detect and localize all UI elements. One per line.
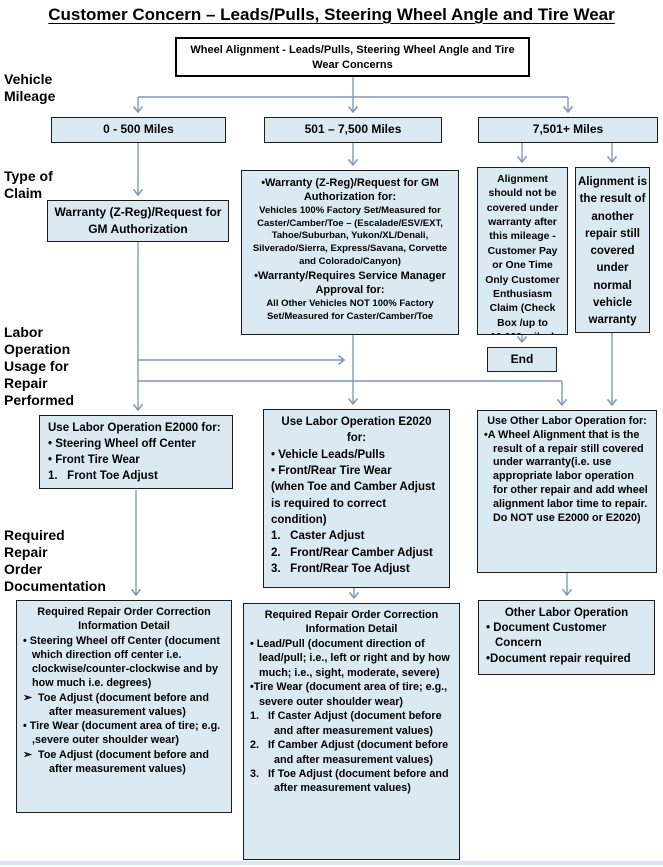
claim-box-not-covered: Alignment should not be covered under wa… <box>477 167 568 335</box>
labor3-title: Use Other Labor Operation for: <box>487 415 647 427</box>
doc1-title: Required Repair Order Correction Informa… <box>37 606 211 633</box>
claim2-heading-2: •Warranty/Requires Service Manager Appro… <box>254 270 446 297</box>
row-label-line: Usage for <box>4 358 69 374</box>
doc3-line: •Document repair required <box>486 652 631 665</box>
row-label-line: Required <box>4 527 65 543</box>
doc3-title: Other Labor Operation <box>504 607 629 619</box>
mileage-box-7501-plus: 7,501+ Miles <box>478 117 658 143</box>
doc3-line: • Document Customer Concern <box>486 622 607 650</box>
doc2-line: 3. If Toe Adjust (document before and af… <box>250 767 449 795</box>
claim-box-other-repair: Alignment is the result of another repai… <box>575 167 650 333</box>
labor2-line: • Vehicle Leads/Pulls <box>271 448 385 461</box>
doc1-line: ➢ Toe Adjust (document before and after … <box>23 748 209 775</box>
row-label-line: Vehicle <box>4 71 53 87</box>
row-label-line: Labor <box>4 324 43 340</box>
labor1-title: Use Labor Operation E2000 for: <box>48 422 221 434</box>
doc1-line: • Tire Wear (document area of tire; e.g.… <box>23 720 221 747</box>
labor2-line: • Front/Rear Tire Wear <box>271 464 392 477</box>
row-label-line: Type of <box>4 168 53 184</box>
doc-box-e2000-detail: Required Repair Order Correction Informa… <box>16 600 232 813</box>
labor-box-other: Use Other Labor Operation for: •A Wheel … <box>477 410 657 573</box>
row-label-required-documentation: Required Repair Order Documentation <box>4 527 106 595</box>
claim-box-warranty-details: •Warranty (Z-Reg)/Request for GM Authori… <box>241 170 459 335</box>
row-label-line: Repair <box>4 375 48 391</box>
doc-box-e2020-detail: Required Repair Order Correction Informa… <box>243 603 460 860</box>
labor1-line: 1. Front Toe Adjust <box>48 470 158 483</box>
claim2-detail-1: Vehicles 100% Factory Set/Measured for C… <box>252 204 448 268</box>
row-label-line: Documentation <box>4 578 106 594</box>
doc2-title: Required Repair Order Correction Informa… <box>264 609 439 636</box>
doc-box-other-detail: Other Labor Operation • Document Custome… <box>478 600 655 675</box>
labor2-title: Use Labor Operation E2020 for: <box>281 416 432 445</box>
row-label-type-of-claim: Type of Claim <box>4 168 53 202</box>
row-label-vehicle-mileage: Vehicle Mileage <box>4 71 55 105</box>
row-label-labor-operation: Labor Operation Usage for Repair Perform… <box>4 324 74 409</box>
page-title: Customer Concern – Leads/Pulls, Steering… <box>48 5 615 24</box>
end-box: End <box>487 347 557 372</box>
row-label-line: Claim <box>4 185 43 201</box>
claim2-detail-2: All Other Vehicles NOT 100% Factory Set/… <box>266 297 434 322</box>
labor-box-e2020: Use Labor Operation E2020 for: • Vehicle… <box>263 409 450 588</box>
row-label-line: Operation <box>4 341 71 357</box>
labor2-line: 3. Front/Rear Toe Adjust <box>271 562 410 575</box>
mileage-box-501-7500: 501 – 7,500 Miles <box>264 117 442 143</box>
labor-box-e2000: Use Labor Operation E2000 for: • Steerin… <box>39 415 233 489</box>
row-label-line: Mileage <box>4 88 56 104</box>
doc2-line: • Lead/Pull (document direction of lead/… <box>250 637 450 679</box>
labor2-line: 1. Caster Adjust <box>271 530 365 543</box>
doc1-line: ➢ Toe Adjust (document before and after … <box>23 691 209 718</box>
doc2-line: •Tire Wear (document area of tire; e.g.,… <box>250 681 448 708</box>
claim-box-warranty-gm-auth: Warranty (Z-Reg)/Request for GM Authoriz… <box>47 200 229 242</box>
row-label-line: Order <box>4 561 43 577</box>
labor3-line: •A Wheel Alignment that is the result of… <box>484 428 648 524</box>
labor1-line: • Steering Wheel off Center <box>48 438 196 451</box>
row-label-line: Performed <box>4 392 75 408</box>
labor2-line: 2. Front/Rear Camber Adjust <box>271 546 433 559</box>
bottom-page-strip <box>0 861 663 865</box>
doc2-line: 2. If Camber Adjust (document before and… <box>250 739 449 766</box>
claim2-heading-1: •Warranty (Z-Reg)/Request for GM Authori… <box>261 177 439 204</box>
mileage-box-0-500: 0 - 500 Miles <box>51 117 226 143</box>
labor2-line: (when Toe and Camber Adjust is required … <box>271 481 436 526</box>
doc1-line: • Steering Wheel off Center (document wh… <box>23 634 220 690</box>
row-label-line: Repair <box>4 544 48 560</box>
flow-root-box: Wheel Alignment - Leads/Pulls, Steering … <box>175 37 530 77</box>
doc2-line: 1. If Caster Adjust (document before and… <box>250 710 442 737</box>
connector-lines <box>130 77 618 600</box>
labor1-line: • Front Tire Wear <box>48 454 140 467</box>
